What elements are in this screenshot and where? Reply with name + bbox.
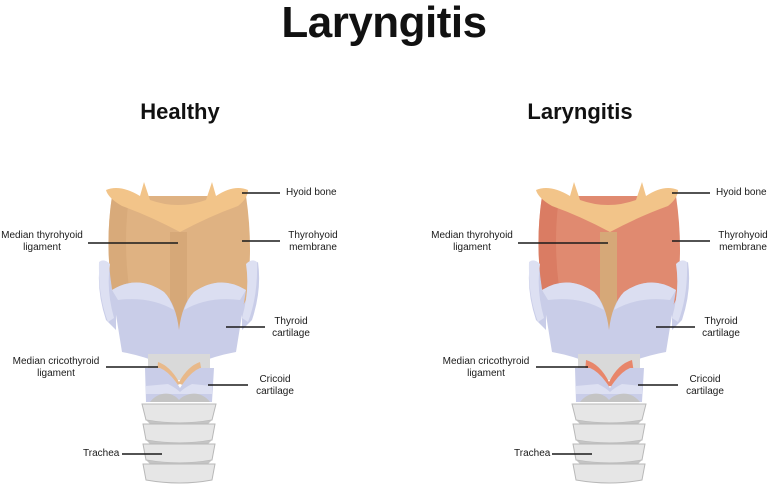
healthy-larynx-illustration <box>88 182 280 484</box>
label-hyoid-bone: Hyoid bone <box>286 187 337 198</box>
healthy-panel: Healthy <box>1 99 338 484</box>
thyroid-cartilage-back <box>98 262 260 330</box>
label-cricoid-cartilage: Cricoid cartilage <box>256 374 294 397</box>
hyoid-bone <box>106 182 248 232</box>
label-thyrohyoid-membrane: Thyrohyoid membrane <box>718 230 768 253</box>
label-thyroid-cartilage: Thyroid cartilage <box>272 316 310 339</box>
thyroid-cartilage <box>112 282 246 380</box>
healthy-heading: Healthy <box>140 99 220 124</box>
label-median-thyrohyoid-ligament: Median thyrohyoid ligament <box>431 230 513 253</box>
median-thyrohyoid-ligament <box>170 232 187 332</box>
leader-lines <box>518 192 710 455</box>
label-trachea: Trachea <box>514 448 551 459</box>
label-thyrohyoid-membrane: Thyrohyoid membrane <box>288 230 338 253</box>
laryngitis-heading: Laryngitis <box>527 99 633 124</box>
laryngitis-panel: Laryngitis <box>384 0 768 485</box>
label-median-thyrohyoid-ligament: Median thyrohyoid ligament <box>1 230 83 253</box>
label-trachea: Trachea <box>83 448 120 459</box>
hyoid-bone <box>536 182 678 232</box>
median-thyrohyoid-ligament <box>600 232 617 332</box>
leader-lines <box>88 192 280 455</box>
thyroid-cartilage-back <box>528 262 690 330</box>
inflamed-larynx-illustration <box>518 182 710 484</box>
trachea <box>571 403 647 484</box>
label-cricoid-cartilage: Cricoid cartilage <box>686 374 724 397</box>
label-thyroid-cartilage: Thyroid cartilage <box>702 316 740 339</box>
thyroid-cartilage <box>542 282 676 380</box>
label-hyoid-bone: Hyoid bone <box>716 187 767 198</box>
label-median-cricothyroid-ligament: Median cricothyroid ligament <box>442 356 530 379</box>
label-median-cricothyroid-ligament: Median cricothyroid ligament <box>12 356 100 379</box>
page-title: Laryngitis <box>281 0 487 47</box>
trachea <box>141 403 217 484</box>
